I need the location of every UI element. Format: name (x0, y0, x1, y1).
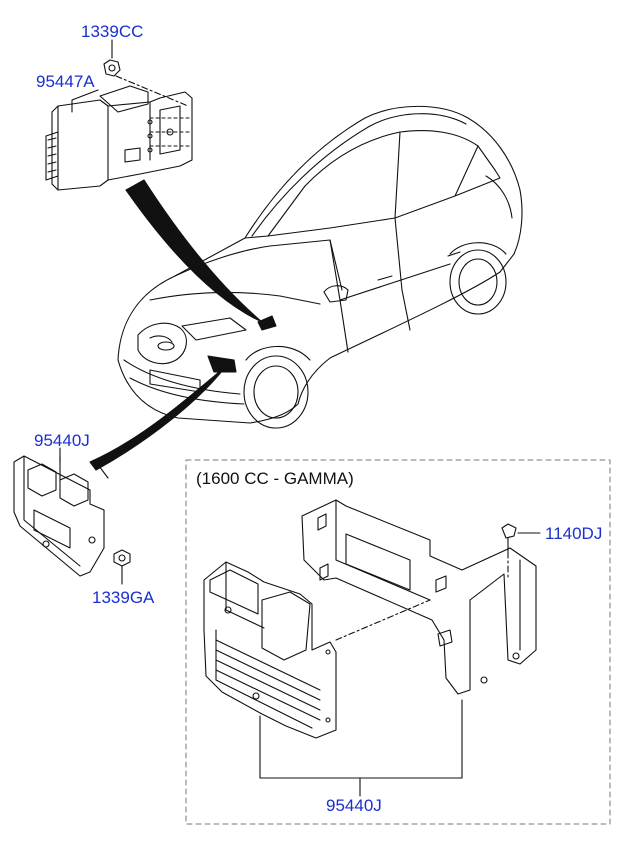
bolt-1140dj-illustration (501, 523, 541, 581)
module-95440j-left-illustration (13, 455, 105, 577)
bracket-illustration (301, 499, 537, 695)
nut-1339ga-illustration (113, 549, 131, 585)
label-1339ga: 1339GA (92, 588, 155, 607)
engine-group-label: (1600 CC - GAMMA) (196, 469, 354, 488)
module-95447a-illustration (45, 75, 193, 191)
ecu-95440j-illustration (203, 561, 431, 739)
vehicle-illustration (117, 105, 523, 429)
label-1339cc: 1339CC (81, 22, 144, 41)
label-1140dj: 1140DJ (545, 524, 603, 543)
leader-lines (59, 89, 463, 797)
label-95447a: 95447A (36, 72, 95, 91)
callout-arrows (89, 179, 263, 471)
nut-1339cc-illustration (103, 39, 121, 77)
engine-group-box (185, 459, 611, 825)
label-95440j-ecu: 95440J (326, 796, 382, 815)
label-95440j-left: 95440J (34, 431, 90, 450)
